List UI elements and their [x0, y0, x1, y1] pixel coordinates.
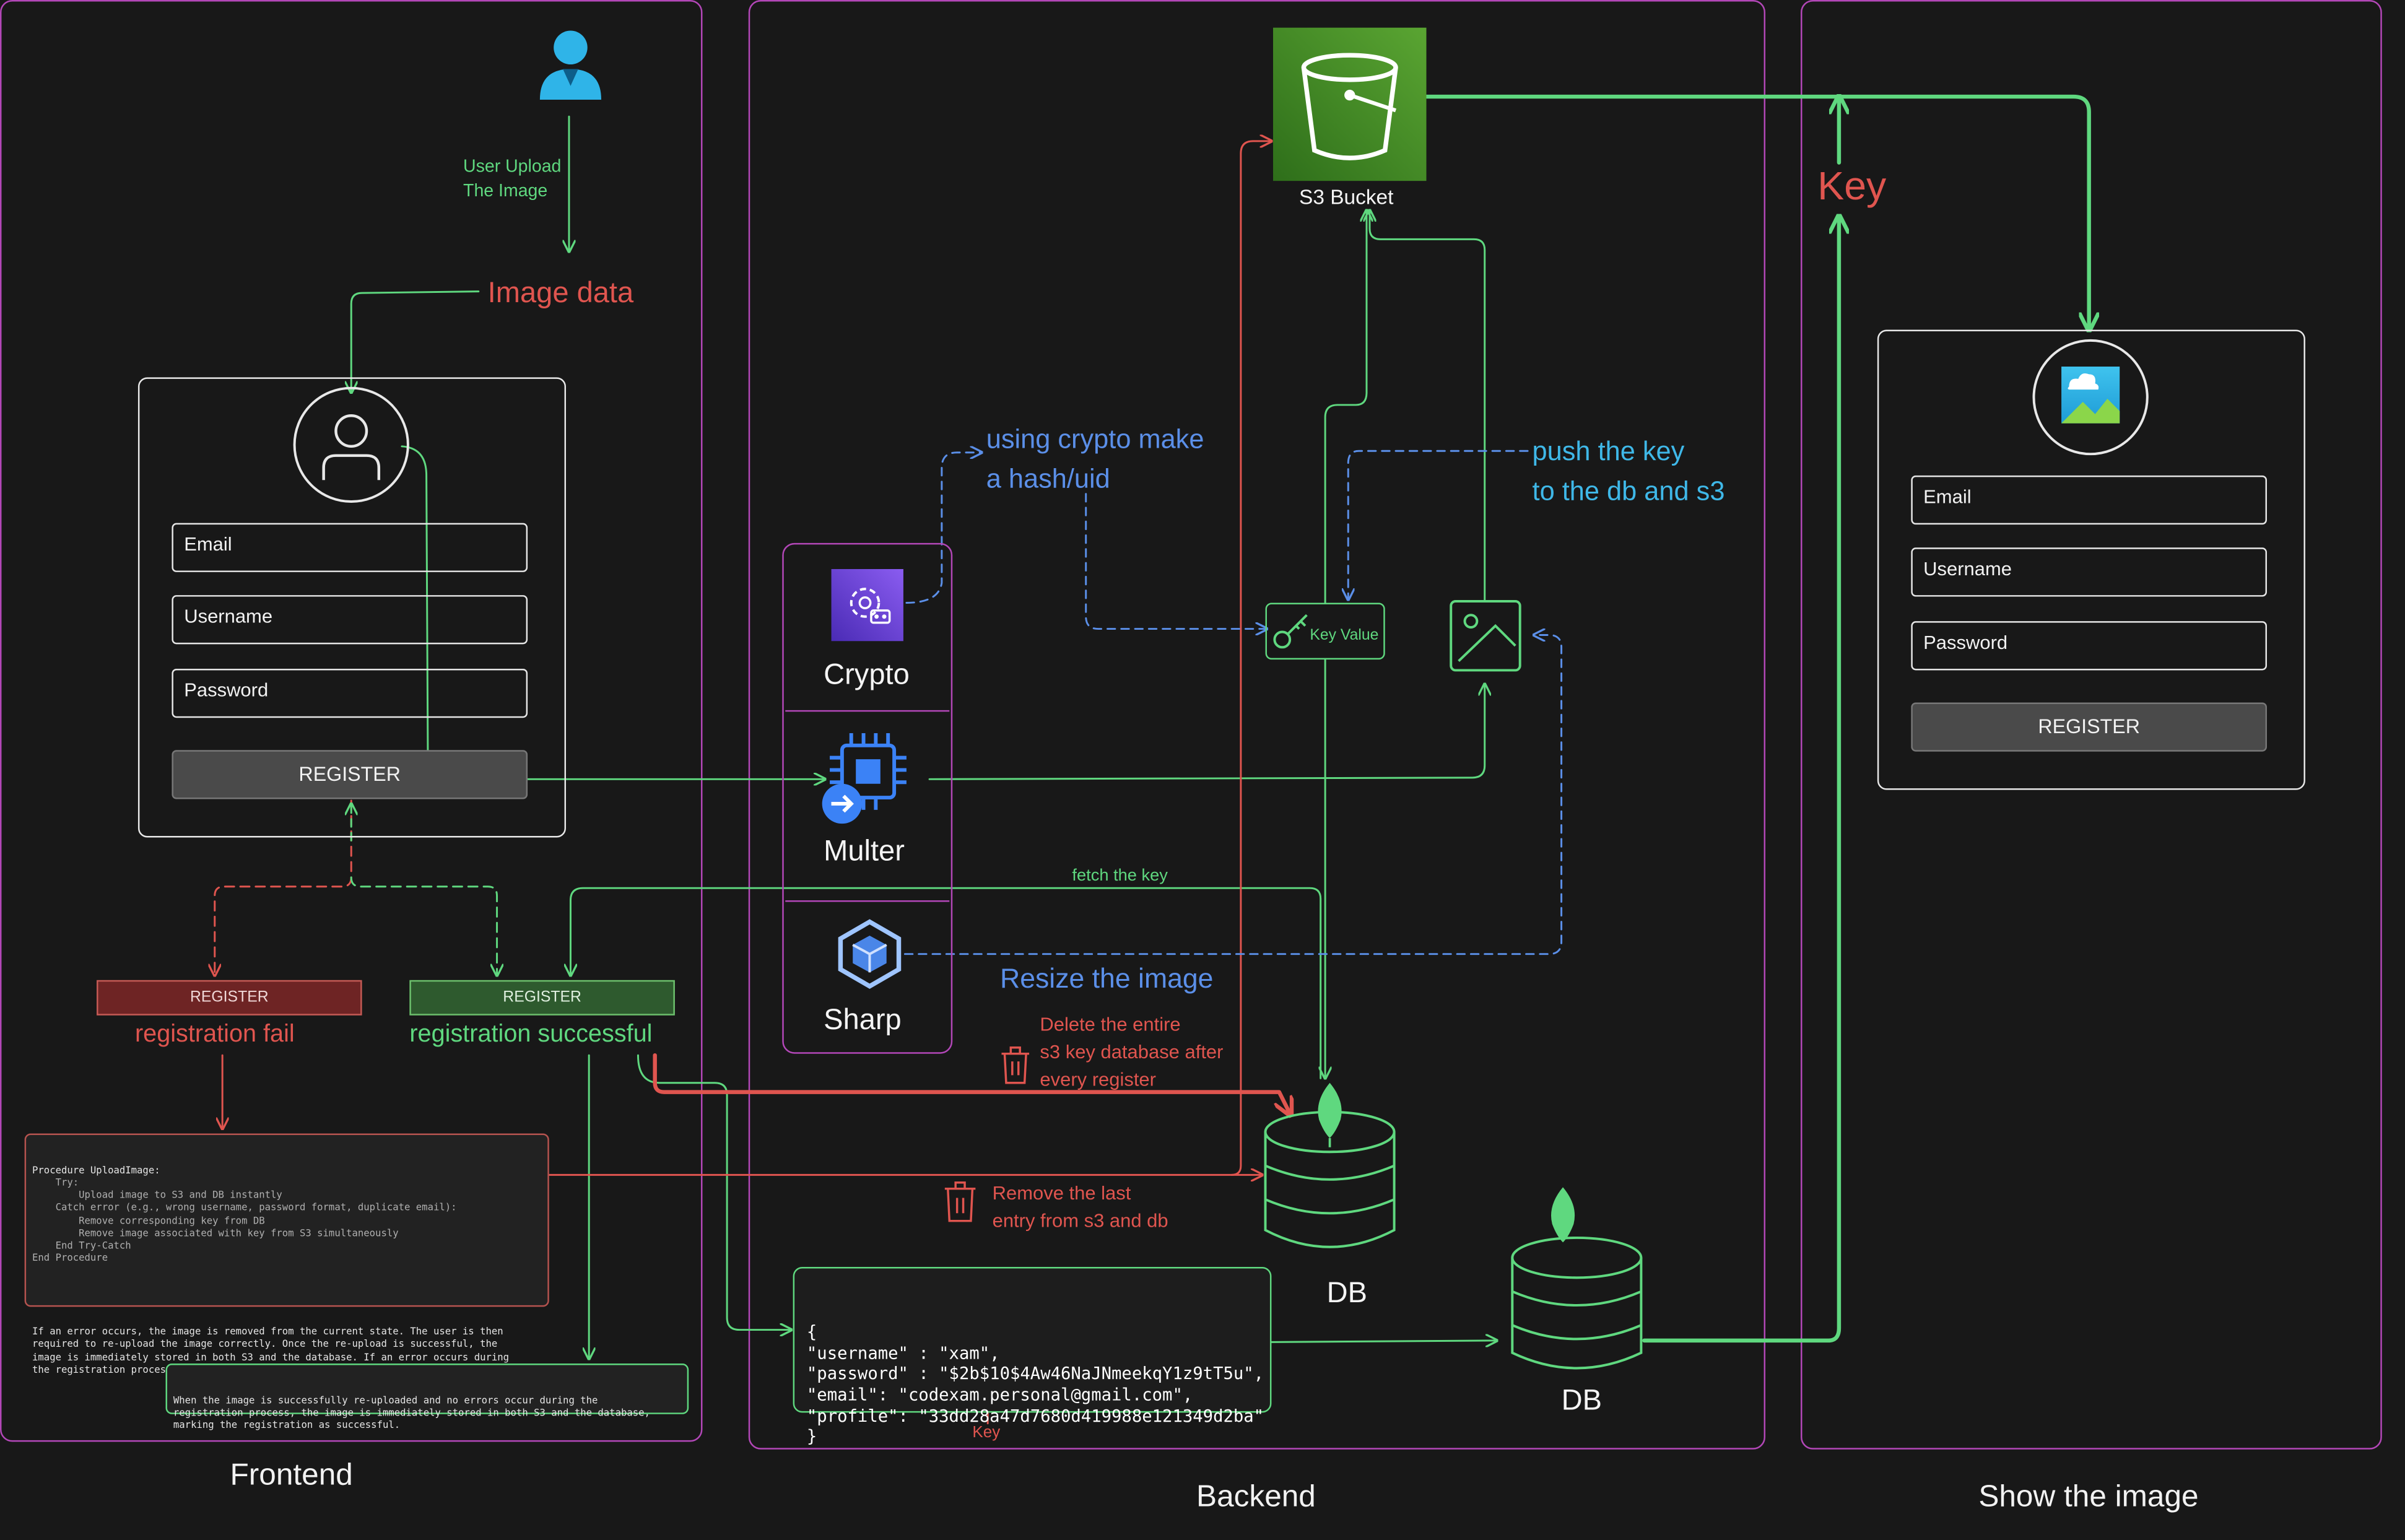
success-note: When the image is successfully re-upload…: [173, 1396, 650, 1432]
delete-note: Delete the entire s3 key database after …: [1040, 1014, 1224, 1091]
register-success-button[interactable]: REGISTER: [409, 980, 675, 1016]
fetch-key-label: fetch the key: [1072, 866, 1168, 885]
frontend-title: Frontend: [230, 1458, 353, 1493]
frontend-panel: [0, 0, 703, 1442]
remove-note: Remove the last entry from s3 and db: [992, 1182, 1168, 1232]
s3-bucket-icon: [1272, 27, 1427, 181]
procedure-code: Procedure UploadImage: Try: Upload image…: [32, 1165, 457, 1264]
email-field[interactable]: Email: [172, 523, 528, 572]
registration-successful-label: registration successful: [409, 1021, 653, 1048]
backend-title: Backend: [1196, 1480, 1316, 1514]
password-field[interactable]: Password: [172, 668, 528, 718]
key-label: Key: [1817, 162, 1887, 209]
registration-fail-label: registration fail: [134, 1021, 295, 1048]
image-icon: [1450, 600, 1521, 672]
register-button[interactable]: REGISTER: [172, 750, 528, 799]
trash-icon-2: [942, 1180, 978, 1224]
crypto-label: Crypto: [824, 659, 910, 692]
username-field[interactable]: Username: [172, 595, 528, 645]
multer-label: Multer: [824, 835, 905, 868]
database-icon: [1261, 1080, 1399, 1255]
database-icon-2: [1508, 1184, 1646, 1377]
show-register-button[interactable]: REGISTER: [1911, 702, 2268, 752]
user-upload-label: User Upload The Image: [463, 158, 562, 201]
s3-bucket-label: S3 Bucket: [1299, 185, 1394, 209]
backend-panel: [748, 0, 1766, 1450]
sharp-label: Sharp: [824, 1004, 902, 1037]
show-form-card: [1877, 329, 2305, 790]
image-data-label: Image data: [487, 277, 634, 310]
db-label: DB: [1326, 1277, 1368, 1310]
resize-note: Resize the image: [1000, 963, 1214, 994]
json-record: {"username" : "xam","password" : "$2b$10…: [806, 1322, 1264, 1447]
picture-icon: [2031, 337, 2151, 457]
key-icon: [1273, 614, 1308, 649]
register-form-card: [137, 377, 567, 838]
procedure-note: If an error occurs, the image is removed…: [32, 1327, 510, 1375]
multer-chip-icon: [817, 730, 921, 829]
sharp-icon: [836, 919, 903, 990]
push-key-note: push the key to the db and s3: [1532, 435, 1725, 507]
middleware-divider-2: [785, 900, 950, 903]
middleware-column: [782, 542, 953, 1054]
procedure-code-box: Procedure UploadImage: Try: Upload image…: [24, 1133, 549, 1375]
register-fail-button[interactable]: REGISTER: [97, 980, 362, 1016]
user-icon: [535, 28, 606, 102]
show-email-field[interactable]: Email: [1911, 475, 2268, 525]
key-value-label: Key Value: [1310, 627, 1379, 645]
show-password-field[interactable]: Password: [1911, 621, 2268, 671]
crypto-note: using crypto make a hash/uid: [986, 423, 1204, 494]
show-image-panel: [1800, 0, 2382, 1450]
trash-icon: [999, 1045, 1032, 1086]
db2-label: DB: [1561, 1385, 1602, 1417]
success-note-box: When the image is successfully re-upload…: [165, 1364, 689, 1432]
show-username-field[interactable]: Username: [1911, 547, 2268, 597]
json-record-box: {"username" : "xam","password" : "$2b$10…: [793, 1267, 1272, 1446]
json-key-label: Key: [972, 1423, 1001, 1442]
key-value-node: Key Value: [1265, 603, 1385, 660]
middleware-divider-1: [785, 710, 950, 713]
avatar-icon[interactable]: [292, 385, 411, 505]
crypto-icon: [831, 568, 903, 642]
show-image-title: Show the image: [1978, 1480, 2199, 1514]
